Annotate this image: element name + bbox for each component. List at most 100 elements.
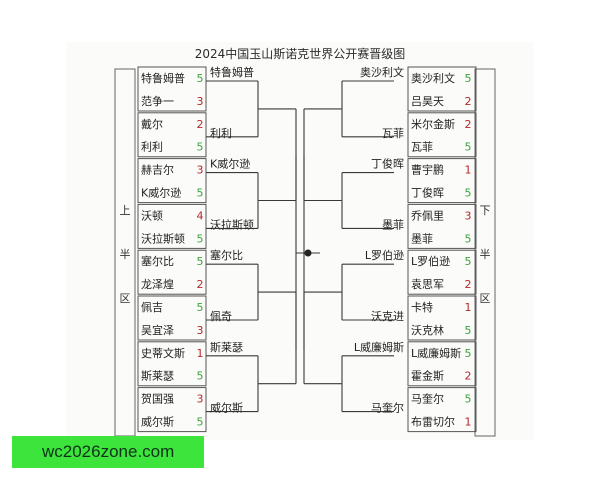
match-box (137, 249, 207, 295)
player-score: 5 (197, 232, 204, 245)
player-name: 龙泽煌 (141, 278, 174, 291)
paper-background (66, 42, 534, 440)
round2-left-name: K威尔逊 (210, 158, 250, 171)
player-score: 5 (465, 187, 472, 200)
round2-left-name: 塞尔比 (210, 248, 243, 262)
match-box (407, 341, 477, 387)
player-name: 马奎尔 (411, 392, 444, 406)
player-score: 5 (197, 301, 204, 314)
player-name: 斯莱瑟 (141, 370, 174, 383)
player-score: 5 (465, 141, 472, 154)
player-name: 沃拉斯顿 (141, 231, 185, 245)
round2-right-name: 奥沙利文 (360, 65, 404, 79)
player-score: 2 (465, 95, 472, 108)
player-name: 瓦菲 (411, 141, 433, 154)
round2-right-name: 墨菲 (382, 218, 404, 231)
round2-left-name: 威尔斯 (210, 402, 243, 415)
player-name: 贺国强 (141, 393, 174, 406)
player-name: 特鲁姆普 (141, 71, 185, 85)
side-label-char: 半 (120, 247, 131, 261)
player-score: 5 (465, 347, 472, 360)
watermark-banner: wc2026zone.com (12, 436, 204, 468)
player-score: 1 (465, 416, 472, 429)
player-score: 5 (197, 141, 204, 154)
player-score: 1 (465, 164, 472, 177)
player-name: 布雷切尔 (411, 416, 455, 429)
side-label-char: 上 (120, 204, 131, 217)
round2-right-name: L威廉姆斯 (354, 340, 404, 354)
match-box (407, 112, 477, 158)
player-score: 2 (465, 118, 472, 131)
player-score: 5 (197, 187, 204, 200)
player-name: 乔佩里 (411, 208, 444, 222)
player-name: 塞尔比 (141, 254, 174, 268)
player-score: 2 (465, 278, 472, 291)
player-score: 5 (197, 72, 204, 85)
player-score: 2 (197, 118, 204, 131)
bracket-lines (137, 66, 477, 433)
match-box (137, 66, 207, 112)
player-score: 3 (197, 324, 204, 337)
player-name: 沃克林 (411, 323, 444, 337)
final-node (304, 249, 312, 257)
player-score: 5 (465, 324, 472, 337)
player-name: 史蒂文斯 (141, 346, 185, 360)
round2-right-name: 丁俊晖 (371, 157, 404, 171)
lower-half-frame (474, 68, 496, 437)
player-score: 5 (465, 232, 472, 245)
player-score: 5 (465, 72, 472, 85)
player-score: 5 (197, 370, 204, 383)
player-name: L罗伯逊 (411, 254, 450, 268)
round2-right-name: 瓦菲 (382, 127, 404, 140)
player-score: 2 (465, 370, 472, 383)
player-name: 吕昊天 (411, 95, 444, 108)
player-score: 3 (197, 164, 204, 177)
player-name: 威尔斯 (141, 416, 174, 429)
upper-half-label: 上半区 (120, 204, 131, 305)
match-box (137, 112, 207, 158)
player-score: 1 (465, 301, 472, 314)
player-name: 袁思军 (411, 278, 444, 291)
player-name: 墨菲 (411, 232, 433, 245)
side-label-char: 下 (480, 204, 491, 217)
round2-right-name: L罗伯逊 (365, 248, 404, 262)
side-label-char: 区 (120, 292, 131, 305)
player-name: 奥沙利文 (411, 71, 455, 85)
player-name: 曹宇鹏 (411, 164, 444, 177)
player-score: 2 (197, 278, 204, 291)
match-box (407, 66, 477, 112)
bracket-title: 2024中国玉山斯诺克世界公开赛晋级图 (195, 46, 406, 61)
player-score: 5 (197, 255, 204, 268)
player-score: 3 (197, 393, 204, 406)
player-name: K威尔逊 (141, 187, 181, 200)
player-name: 沃顿 (141, 208, 163, 222)
match-box (407, 249, 477, 295)
round2-left-name: 斯莱瑟 (210, 341, 243, 354)
round2-right-name: 马奎尔 (371, 401, 404, 415)
player-score: 1 (197, 347, 204, 360)
round2-left-name: 沃拉斯顿 (210, 217, 254, 231)
player-score: 5 (465, 393, 472, 406)
player-score: 3 (197, 95, 204, 108)
match-box (137, 295, 207, 341)
match-box (407, 295, 477, 341)
player-score: 4 (197, 209, 204, 222)
player-name: 米尔金斯 (411, 117, 455, 131)
player-name: 佩吉 (141, 300, 163, 314)
player-name: 卡特 (411, 300, 433, 314)
side-label-char: 区 (480, 292, 491, 305)
match-box (137, 387, 207, 433)
match-box (407, 158, 477, 204)
player-name: 赫吉尔 (141, 164, 174, 177)
player-name: 丁俊晖 (411, 186, 444, 200)
player-name: 戴尔 (141, 117, 163, 131)
player-score: 5 (465, 255, 472, 268)
player-name: 霍金斯 (411, 369, 444, 383)
round2-left-name: 特鲁姆普 (210, 65, 254, 79)
player-score: 3 (465, 209, 472, 222)
round2-right-name: 沃克进 (371, 310, 404, 323)
match-box (137, 341, 207, 387)
player-name: 吴宜泽 (141, 323, 174, 337)
